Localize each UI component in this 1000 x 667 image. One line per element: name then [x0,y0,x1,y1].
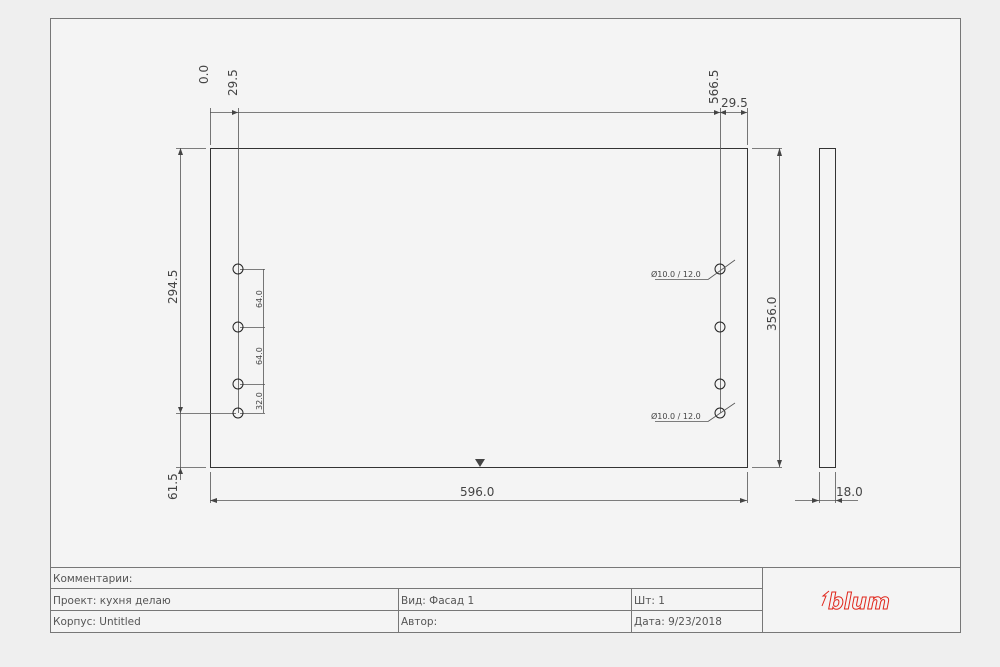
thickness-dimension [795,472,858,503]
hole [232,407,244,419]
grain-direction-icon [475,459,485,467]
hole [232,263,244,275]
hole-spacing-dims [240,269,265,414]
front-panel [210,148,748,468]
top-dimension [210,108,748,413]
project-label: Проект: кухня делаю [53,595,171,607]
dim-origin: 0.0 [197,65,211,84]
dim-spacing-1: 64.0 [255,290,264,308]
hole [714,407,726,419]
dim-bottom-offset: 61.5 [166,473,180,500]
dim-left-offset: 29.5 [226,69,240,96]
hole [232,378,244,390]
author-label: Автор: [401,616,437,628]
drawing-frame [50,18,961,633]
hole [232,321,244,333]
hole-label-bottom: Ø10.0 / 12.0 [651,411,701,421]
hole [714,263,726,275]
right-dimension [752,148,782,468]
hole [714,321,726,333]
bottom-dimension [210,459,748,503]
blum-logo: blum [828,590,890,615]
dim-panel-width: 596.0 [460,485,494,499]
hole [714,378,726,390]
cabinet-label: Корпус: Untitled [53,616,141,628]
dim-height-to-hole: 294.5 [166,270,180,304]
dim-panel-height: 356.0 [765,297,779,331]
hole-leaders [655,259,736,422]
comments-label: Комментарии: [53,573,132,585]
hole-label-top: Ø10.0 / 12.0 [651,269,701,279]
logo-mark-icon [821,590,830,607]
left-dimension [176,148,236,480]
dim-right-hole: 566.5 [707,70,721,104]
title-block [50,567,960,632]
dim-thickness: 18.0 [836,485,863,499]
holes [232,263,726,419]
side-panel [819,148,836,468]
quantity-label: Шт: 1 [634,595,665,607]
dim-spacing-2: 64.0 [255,347,264,365]
dim-right-offset: 29.5 [721,96,748,110]
dim-spacing-3: 32.0 [255,392,264,410]
date-label: Дата: 9/23/2018 [634,616,722,628]
view-label: Вид: Фасад 1 [401,595,474,607]
